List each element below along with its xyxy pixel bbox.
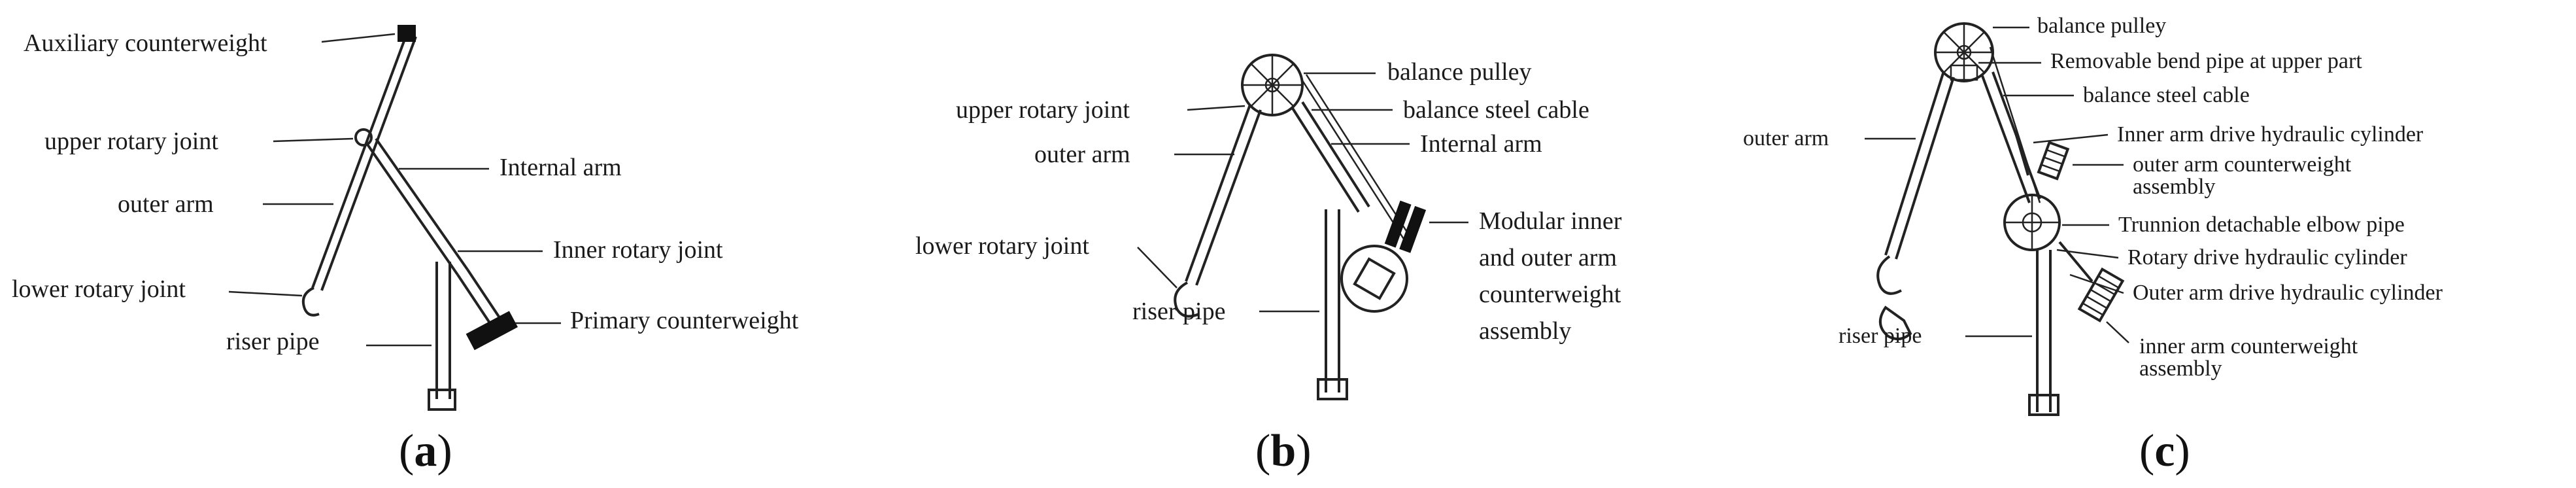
label-inner-arm-cw-line2: assembly <box>2139 357 2222 381</box>
caption-b: (b) <box>1255 426 1312 476</box>
label-rotary-drive-cylinder: Rotary drive hydraulic cylinder <box>2127 245 2407 270</box>
riser-pipe-base <box>428 389 456 411</box>
label-balance-pulley-b: balance pulley <box>1387 58 1532 86</box>
label-riser-pipe-c: riser pipe <box>1839 324 1922 348</box>
lower-rotary-joint-shape-b <box>1174 281 1200 318</box>
auxiliary-counterweight-shape <box>398 25 416 42</box>
label-outer-arm-c: outer arm <box>1743 126 1829 150</box>
label-riser-pipe: riser pipe <box>226 328 319 355</box>
label-inner-arm-drive-cylinder: Inner arm drive hydraulic cylinder <box>2117 122 2424 147</box>
caption-a-letter: a <box>414 426 437 476</box>
label-removable-bend-pipe: Removable bend pipe at upper part <box>2050 49 2362 73</box>
label-inner-arm-cw-line1: inner arm counterweight <box>2139 334 2358 358</box>
inner-arm-drive-cylinder-shape <box>2014 130 2029 176</box>
label-modular-line1: Modular inner <box>1479 207 1622 235</box>
panel-b-drawing <box>1174 54 1427 400</box>
caption-c-letter: c <box>2154 426 2175 476</box>
label-internal-arm: Internal arm <box>500 154 622 181</box>
caption-b-letter: b <box>1270 426 1296 476</box>
panel-a: Auxiliary counterweight upper rotary joi… <box>12 25 799 476</box>
label-balance-steel-cable-c: balance steel cable <box>2083 83 2250 107</box>
label-lower-rotary-joint-b: lower rotary joint <box>915 232 1089 260</box>
panel-c-drawing <box>1876 22 2125 416</box>
modular-counterweight-wheel <box>1340 245 1408 313</box>
label-outer-arm-drive-cylinder: Outer arm drive hydraulic cylinder <box>2133 281 2443 305</box>
label-lower-rotary-joint: lower rotary joint <box>12 275 186 303</box>
panel-b: balance pulley upper rotary joint balanc… <box>915 54 1622 476</box>
modular-counterweight-blocks <box>1384 200 1427 253</box>
pointer-rotary-drive-cylinder <box>2056 249 2119 259</box>
label-outer-arm-cw-line1: outer arm counterweight <box>2133 152 2352 177</box>
balance-cable-shape-c <box>1989 46 2041 203</box>
label-outer-arm-cw-line2: assembly <box>2133 175 2216 199</box>
balance-cable-shape <box>1300 78 1407 243</box>
label-outer-arm-b: outer arm <box>1034 141 1130 168</box>
pointer-auxiliary-counterweight <box>321 33 396 43</box>
pointer-lower-rotary-joint <box>228 290 303 297</box>
label-trunnion-elbow: Trunnion detachable elbow pipe <box>2118 213 2405 237</box>
pointer-inner-arm-cw <box>2106 321 2129 343</box>
primary-counterweight-shape <box>466 311 518 351</box>
label-balance-steel-cable-b: balance steel cable <box>1403 96 1589 124</box>
panel-c: balance pulley Removable bend pipe at up… <box>1743 14 2443 476</box>
label-modular-line3: counterweight <box>1479 281 1621 308</box>
lower-rotary-joint-shape <box>301 287 320 317</box>
pointer-upper-rotary-joint-b <box>1187 105 1246 111</box>
label-modular-line4: assembly <box>1479 317 1571 345</box>
label-primary-counterweight: Primary counterweight <box>570 307 799 334</box>
label-balance-pulley-c: balance pulley <box>2037 14 2166 38</box>
pointer-outer-arm-drive-cylinder <box>2069 273 2124 294</box>
pointer-upper-rotary-joint <box>273 137 354 143</box>
label-outer-arm: outer arm <box>118 190 214 218</box>
outer-arm-counterweight-shape <box>2037 141 2070 181</box>
pointer-lower-rotary-joint-b <box>1137 247 1178 288</box>
label-modular-line2: and outer arm <box>1479 244 1617 271</box>
label-internal-arm-b: Internal arm <box>1420 130 1542 158</box>
label-upper-rotary-joint-b: upper rotary joint <box>956 96 1130 124</box>
caption-a: (a) <box>399 426 452 476</box>
removable-bend-pipe-shape <box>1950 64 1978 81</box>
label-riser-pipe-b: riser pipe <box>1132 298 1225 325</box>
inner-arm-counterweight-shape <box>2077 267 2125 322</box>
riser-hook-c <box>1879 305 1912 341</box>
label-inner-rotary-joint: Inner rotary joint <box>553 236 723 264</box>
label-upper-rotary-joint: upper rotary joint <box>44 128 218 155</box>
pointer-inner-arm-drive-cylinder <box>2033 133 2109 144</box>
caption-c: (c) <box>2139 426 2190 476</box>
upper-rotary-joint-shape <box>354 128 373 147</box>
label-auxiliary-counterweight: Auxiliary counterweight <box>24 29 267 57</box>
panel-a-drawing <box>301 25 518 411</box>
